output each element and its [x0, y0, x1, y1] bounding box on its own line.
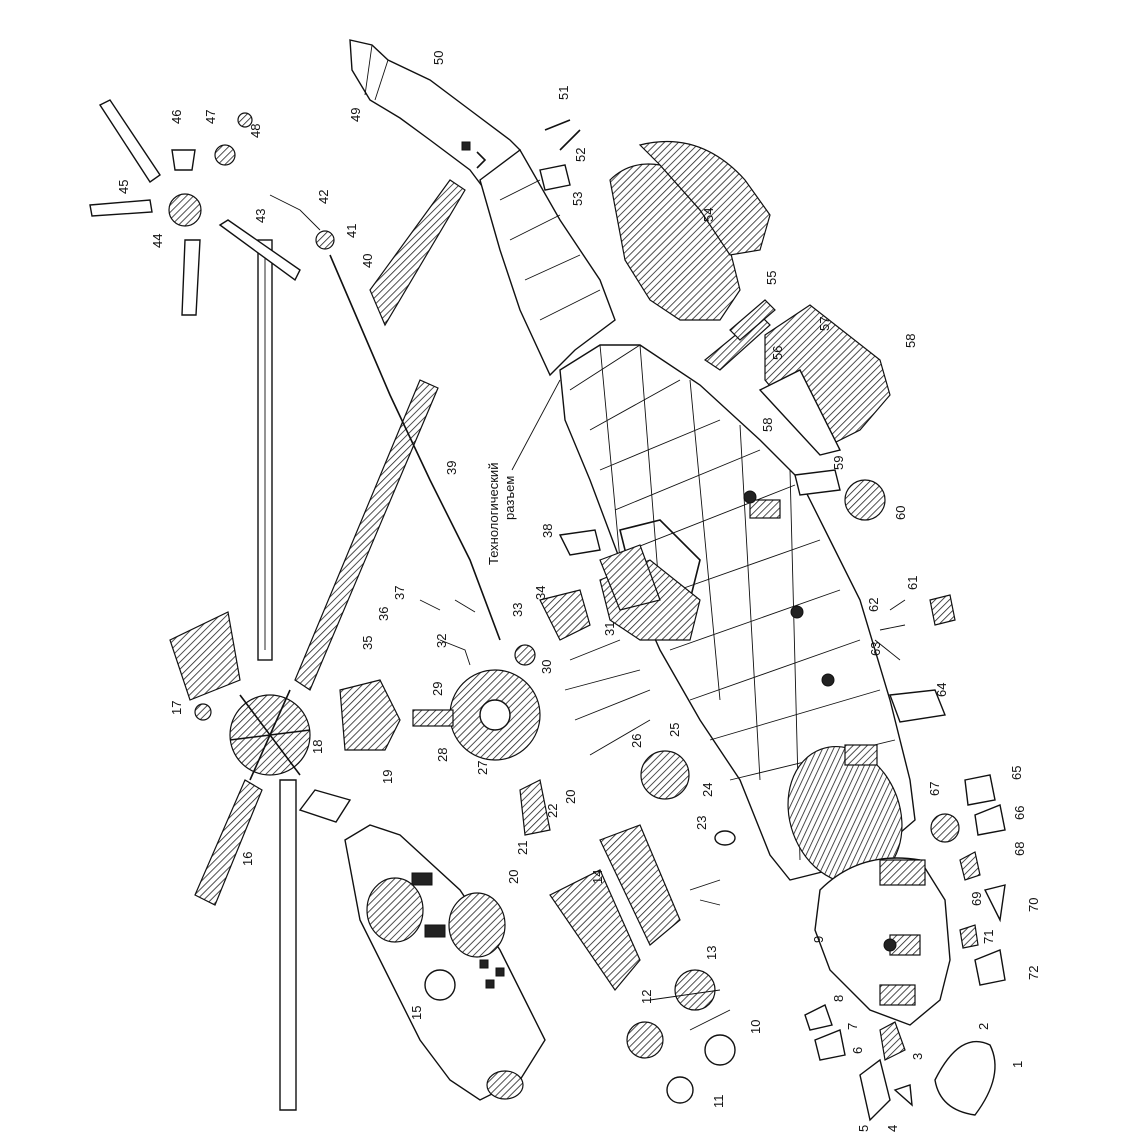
callout-7: 7 — [845, 1023, 860, 1030]
callout-19: 19 — [380, 770, 395, 784]
callout-10: 10 — [748, 1020, 763, 1034]
callout-44: 44 — [150, 234, 165, 248]
callout-64: 64 — [934, 683, 949, 697]
control-rods — [269, 194, 906, 1031]
callout-12: 12 — [639, 990, 654, 1004]
callout-68: 68 — [1012, 842, 1027, 856]
callout-39: 39 — [444, 461, 459, 475]
callout-17: 17 — [169, 701, 184, 715]
callout-58b: 58 — [760, 418, 775, 432]
main-rotor — [169, 239, 439, 1111]
callout-56: 56 — [770, 346, 785, 360]
callout-35: 35 — [360, 636, 375, 650]
callout-38: 38 — [540, 524, 555, 538]
technological-joint-annotation: Технологический разъем — [486, 379, 561, 565]
callout-61: 61 — [905, 576, 920, 590]
callout-69: 69 — [969, 892, 984, 906]
callout-32: 32 — [434, 634, 449, 648]
callout-67: 67 — [927, 782, 942, 796]
callout-2: 2 — [976, 1023, 991, 1030]
callout-72: 72 — [1026, 966, 1041, 980]
callout-16: 16 — [240, 852, 255, 866]
callout-21: 21 — [515, 841, 530, 855]
callout-31: 31 — [602, 622, 617, 636]
callout-36: 36 — [376, 607, 391, 621]
callout-18: 18 — [310, 740, 325, 754]
rear-cargo-doors — [609, 140, 891, 456]
callout-11: 11 — [711, 1095, 726, 1109]
tail-boom — [349, 39, 616, 377]
callout-27: 27 — [475, 761, 490, 775]
callout-48: 48 — [248, 124, 263, 138]
tail-rotor — [89, 99, 466, 327]
callout-23: 23 — [694, 816, 709, 830]
callout-59: 59 — [831, 456, 846, 470]
callout-5: 5 — [856, 1125, 871, 1132]
callout-25: 25 — [667, 723, 682, 737]
callout-62: 62 — [866, 598, 881, 612]
callout-37: 37 — [392, 586, 407, 600]
callout-45: 45 — [116, 180, 131, 194]
callout-6: 6 — [850, 1047, 865, 1054]
callout-40: 40 — [360, 254, 375, 268]
callout-8: 8 — [831, 995, 846, 1002]
callout-1: 1 — [1010, 1061, 1025, 1068]
callout-65: 65 — [1009, 766, 1024, 780]
callout-24: 24 — [700, 783, 715, 797]
callout-20a: 20 — [506, 870, 521, 884]
callout-28: 28 — [435, 748, 450, 762]
callout-51: 51 — [556, 86, 571, 100]
gearbox-and-engines — [339, 544, 736, 1104]
small-parts — [171, 112, 1006, 1122]
callout-43: 43 — [253, 209, 268, 223]
callout-63: 63 — [868, 642, 883, 656]
callout-labels: 1 2 3 4 5 6 7 8 9 10 11 12 13 14 15 16 1… — [116, 51, 1041, 1132]
engine-cowling — [344, 824, 546, 1101]
callout-49: 49 — [348, 108, 363, 122]
callout-47: 47 — [203, 110, 218, 124]
callout-20b: 20 — [563, 790, 578, 804]
callout-60: 60 — [893, 506, 908, 520]
callout-66: 66 — [1012, 806, 1027, 820]
joint-label-line1: Технологический — [486, 463, 501, 565]
callout-55: 55 — [764, 271, 779, 285]
cockpit-section — [814, 857, 951, 1026]
callout-41: 41 — [344, 224, 359, 238]
callout-3: 3 — [910, 1053, 925, 1060]
callout-29: 29 — [430, 682, 445, 696]
callout-4: 4 — [885, 1125, 900, 1132]
callout-13: 13 — [704, 946, 719, 960]
callout-52: 52 — [573, 148, 588, 162]
callout-22: 22 — [545, 804, 560, 818]
callout-70: 70 — [1026, 898, 1041, 912]
callout-30: 30 — [539, 660, 554, 674]
callout-57: 57 — [817, 317, 832, 331]
callout-58a: 58 — [903, 334, 918, 348]
callout-42: 42 — [316, 190, 331, 204]
callout-46: 46 — [169, 110, 184, 124]
callout-71: 71 — [981, 930, 996, 944]
callout-14: 14 — [590, 870, 605, 884]
callout-15: 15 — [409, 1006, 424, 1020]
callout-9: 9 — [811, 936, 826, 943]
callout-26: 26 — [629, 734, 644, 748]
callout-53: 53 — [570, 192, 585, 206]
callout-33: 33 — [510, 603, 525, 617]
callout-54: 54 — [701, 208, 716, 222]
callout-50: 50 — [431, 51, 446, 65]
callout-34: 34 — [533, 586, 548, 600]
joint-label-line2: разъем — [502, 476, 517, 520]
